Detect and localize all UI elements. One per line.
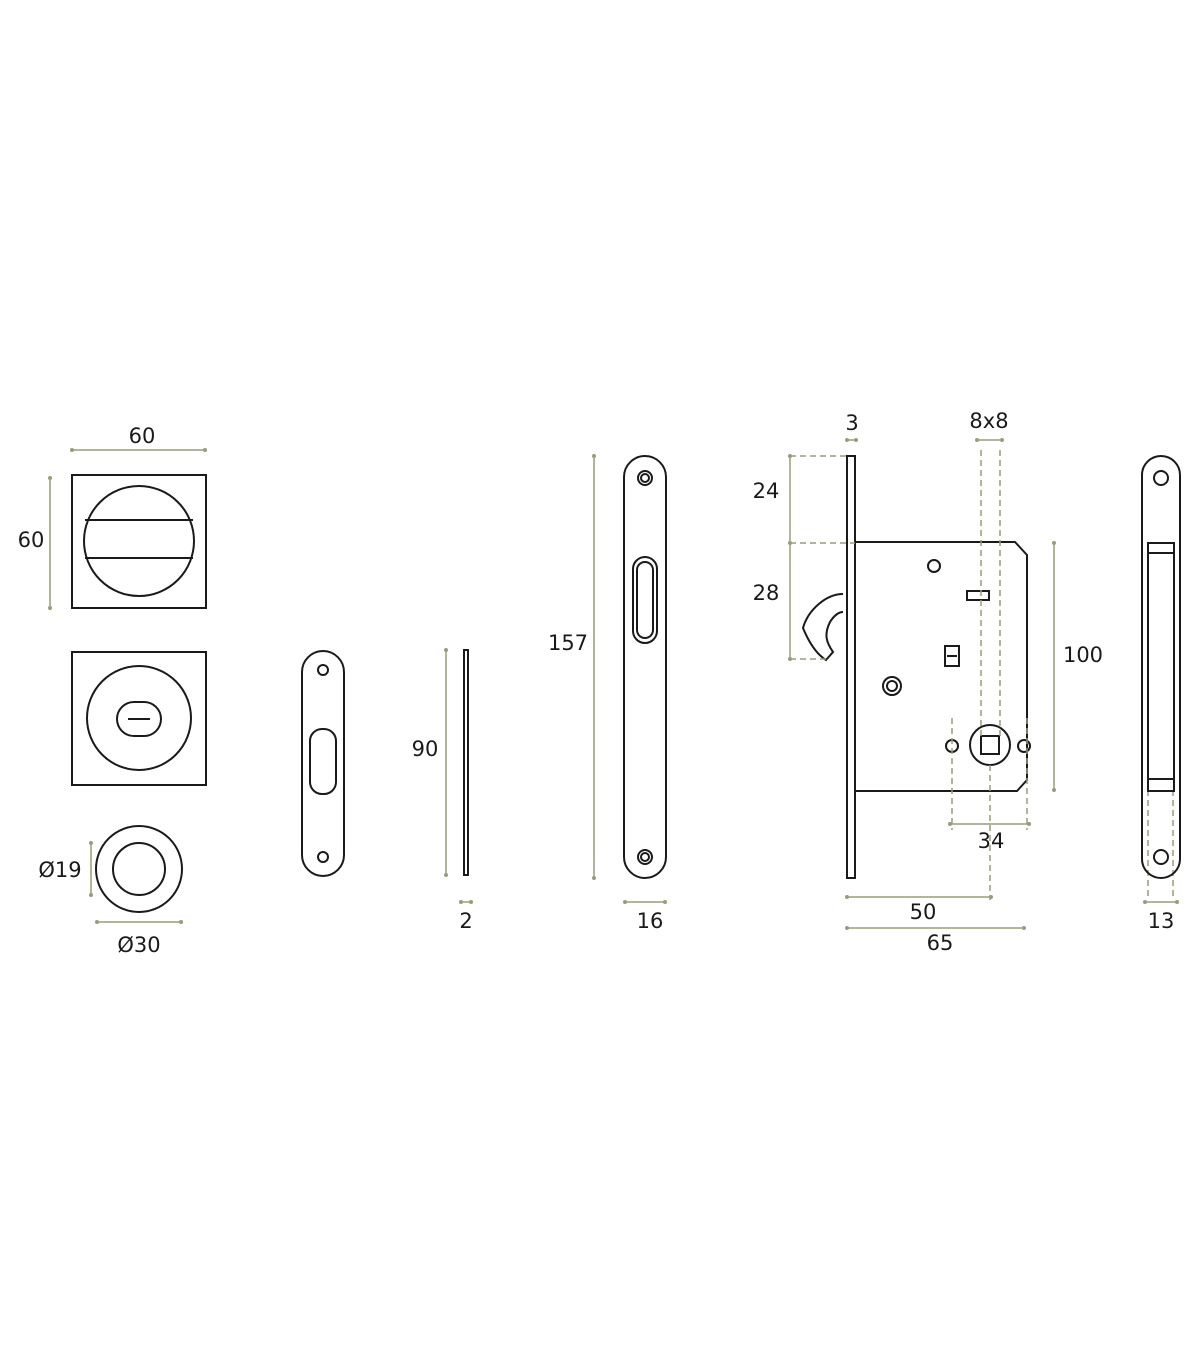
dim-top-offset: 24 (753, 454, 792, 545)
round-pull-ring (95, 825, 183, 913)
dim-spindle-size: 8x8 (969, 409, 1009, 442)
dim-hook-height: 28 (753, 543, 792, 661)
dim-inner-diameter: Ø19 (38, 841, 93, 897)
lock-end-plate (1141, 455, 1181, 879)
lock-faceplate (623, 455, 667, 879)
strike-plate-front (301, 650, 345, 877)
dim-label-total-depth: 65 (927, 931, 954, 955)
dim-faceplate-width: 16 (623, 900, 667, 933)
dim-total-depth: 65 (845, 926, 1026, 955)
dim-label-square-height: 60 (18, 528, 45, 552)
dim-label-backset: 50 (910, 900, 937, 924)
dim-label-square-width: 60 (129, 424, 156, 448)
dim-label-outer-diameter: Ø30 (117, 933, 160, 957)
dim-label-faceplate-thickness: 3 (845, 411, 858, 435)
dim-label-hook-height: 28 (753, 581, 780, 605)
dim-strike-height: 90 (412, 648, 448, 877)
dim-label-end-plate-width: 13 (1148, 909, 1175, 933)
construction-lines (790, 450, 1174, 900)
dim-hole-spacing: 34 (948, 822, 1031, 853)
dim-label-top-offset: 24 (753, 479, 780, 503)
dim-end-plate-width: 13 (1143, 900, 1179, 933)
square-thumbturn-rose (71, 651, 207, 786)
dim-label-spindle-size: 8x8 (969, 409, 1008, 433)
dim-label-case-height: 100 (1063, 643, 1103, 667)
dim-label-faceplate-height: 157 (548, 631, 588, 655)
dim-case-height: 100 (1052, 541, 1103, 792)
dim-strike-thickness: 2 (459, 900, 473, 933)
dim-label-inner-diameter: Ø19 (38, 858, 81, 882)
dim-square-width: 60 (70, 424, 207, 452)
dim-faceplate-height: 157 (548, 454, 596, 880)
lock-body-side (801, 455, 1031, 879)
dim-backset: 50 (845, 895, 993, 924)
strike-plate-side (463, 649, 469, 876)
square-privacy-rose (71, 474, 207, 609)
dim-label-strike-height: 90 (412, 737, 439, 761)
dim-square-height: 60 (18, 476, 52, 610)
dim-label-faceplate-width: 16 (637, 909, 664, 933)
dim-faceplate-thickness: 3 (845, 411, 859, 442)
dim-outer-diameter: Ø30 (95, 920, 183, 957)
dim-label-strike-thickness: 2 (459, 909, 472, 933)
dim-label-hole-spacing: 34 (978, 829, 1005, 853)
